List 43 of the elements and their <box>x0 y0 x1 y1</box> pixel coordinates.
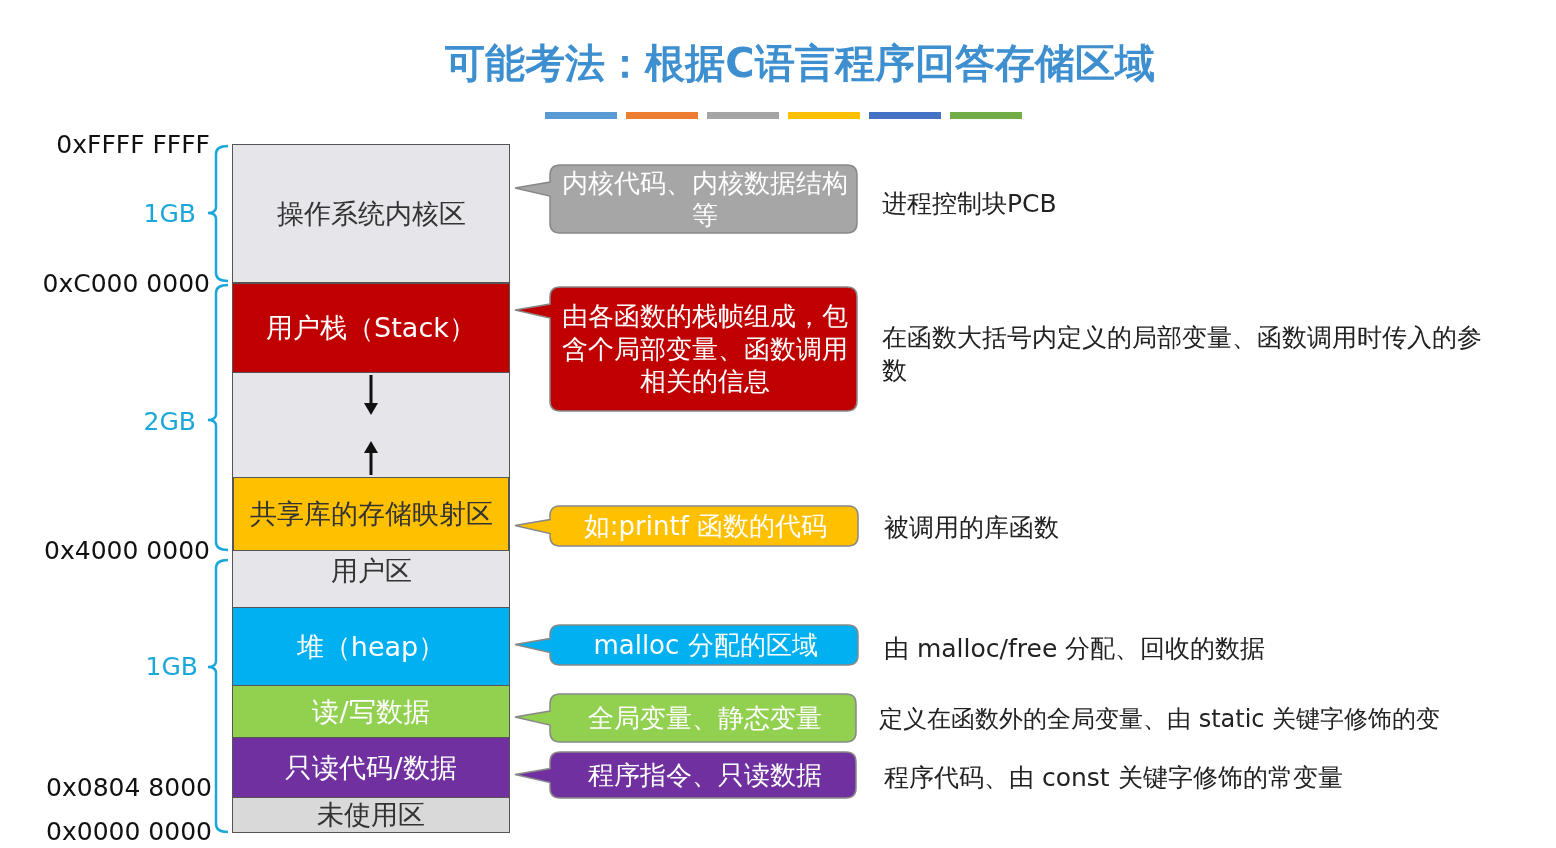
memory-region <box>232 372 510 608</box>
address-label: 0x0000 0000 <box>46 817 212 846</box>
segment-label: 未使用区 <box>317 799 425 831</box>
memory-segment <box>233 477 509 551</box>
memory-segment <box>232 685 510 738</box>
callout-bubble <box>514 693 857 743</box>
callout-bubble <box>514 164 858 234</box>
description-text: 程序代码、由 const 关键字修饰的常变量 <box>884 762 1343 794</box>
segment-label: 用户栈（Stack） <box>266 312 476 344</box>
description-text: 被调用的库函数 <box>884 512 1059 544</box>
callout-text: 内核代码、内核数据结构等 <box>561 166 849 232</box>
memory-segment <box>232 607 510 686</box>
title: 可能考法：根据C语言程序回答存储区域 <box>444 39 1156 88</box>
segment-label: 操作系统内核区 <box>276 197 466 229</box>
segment-label: 读/写数据 <box>312 695 430 727</box>
segment-label: 只读代码/数据 <box>285 751 457 783</box>
memory-segment <box>232 737 510 798</box>
callout-text: 全局变量、静态变量 <box>586 701 823 735</box>
callout-bubble <box>514 286 858 412</box>
callout-bubble <box>514 505 859 547</box>
size-label: 1GB <box>143 199 196 228</box>
callout-text: 由各函数的栈帧组成，包含个局部变量、函数调用相关的信息 <box>561 300 849 399</box>
callout-text: 程序指令、只读数据 <box>586 758 823 792</box>
description-text: 进程控制块PCB <box>882 188 1057 220</box>
segment-label: 共享库的存储映射区 <box>249 498 493 530</box>
size-label: 2GB <box>143 407 196 436</box>
address-label: 0x0804 8000 <box>46 773 212 802</box>
description-text: 在函数大括号内定义的局部变量、函数调用时传入的参数 <box>882 322 1482 387</box>
callout-bubble <box>514 751 857 799</box>
address-label: 0xFFFF FFFF <box>56 130 210 159</box>
memory-segment <box>232 797 510 833</box>
callout-text: malloc 分配的区域 <box>592 628 819 662</box>
segment-label: 堆（heap） <box>296 630 446 662</box>
address-label: 0x4000 0000 <box>44 536 210 565</box>
size-label: 1GB <box>145 652 198 681</box>
memory-segment <box>232 144 510 283</box>
description-text: 由 malloc/free 分配、回收的数据 <box>884 633 1266 665</box>
address-label: 0xC000 0000 <box>42 269 210 298</box>
callout-text: 如:printf 函数的代码 <box>582 509 829 543</box>
segment-label: 用户区 <box>329 555 413 587</box>
callout-bubble <box>514 624 859 666</box>
description-text: 定义在函数外的全局变量、由 static 关键字修饰的变 <box>879 704 1441 735</box>
memory-segment <box>232 283 510 373</box>
